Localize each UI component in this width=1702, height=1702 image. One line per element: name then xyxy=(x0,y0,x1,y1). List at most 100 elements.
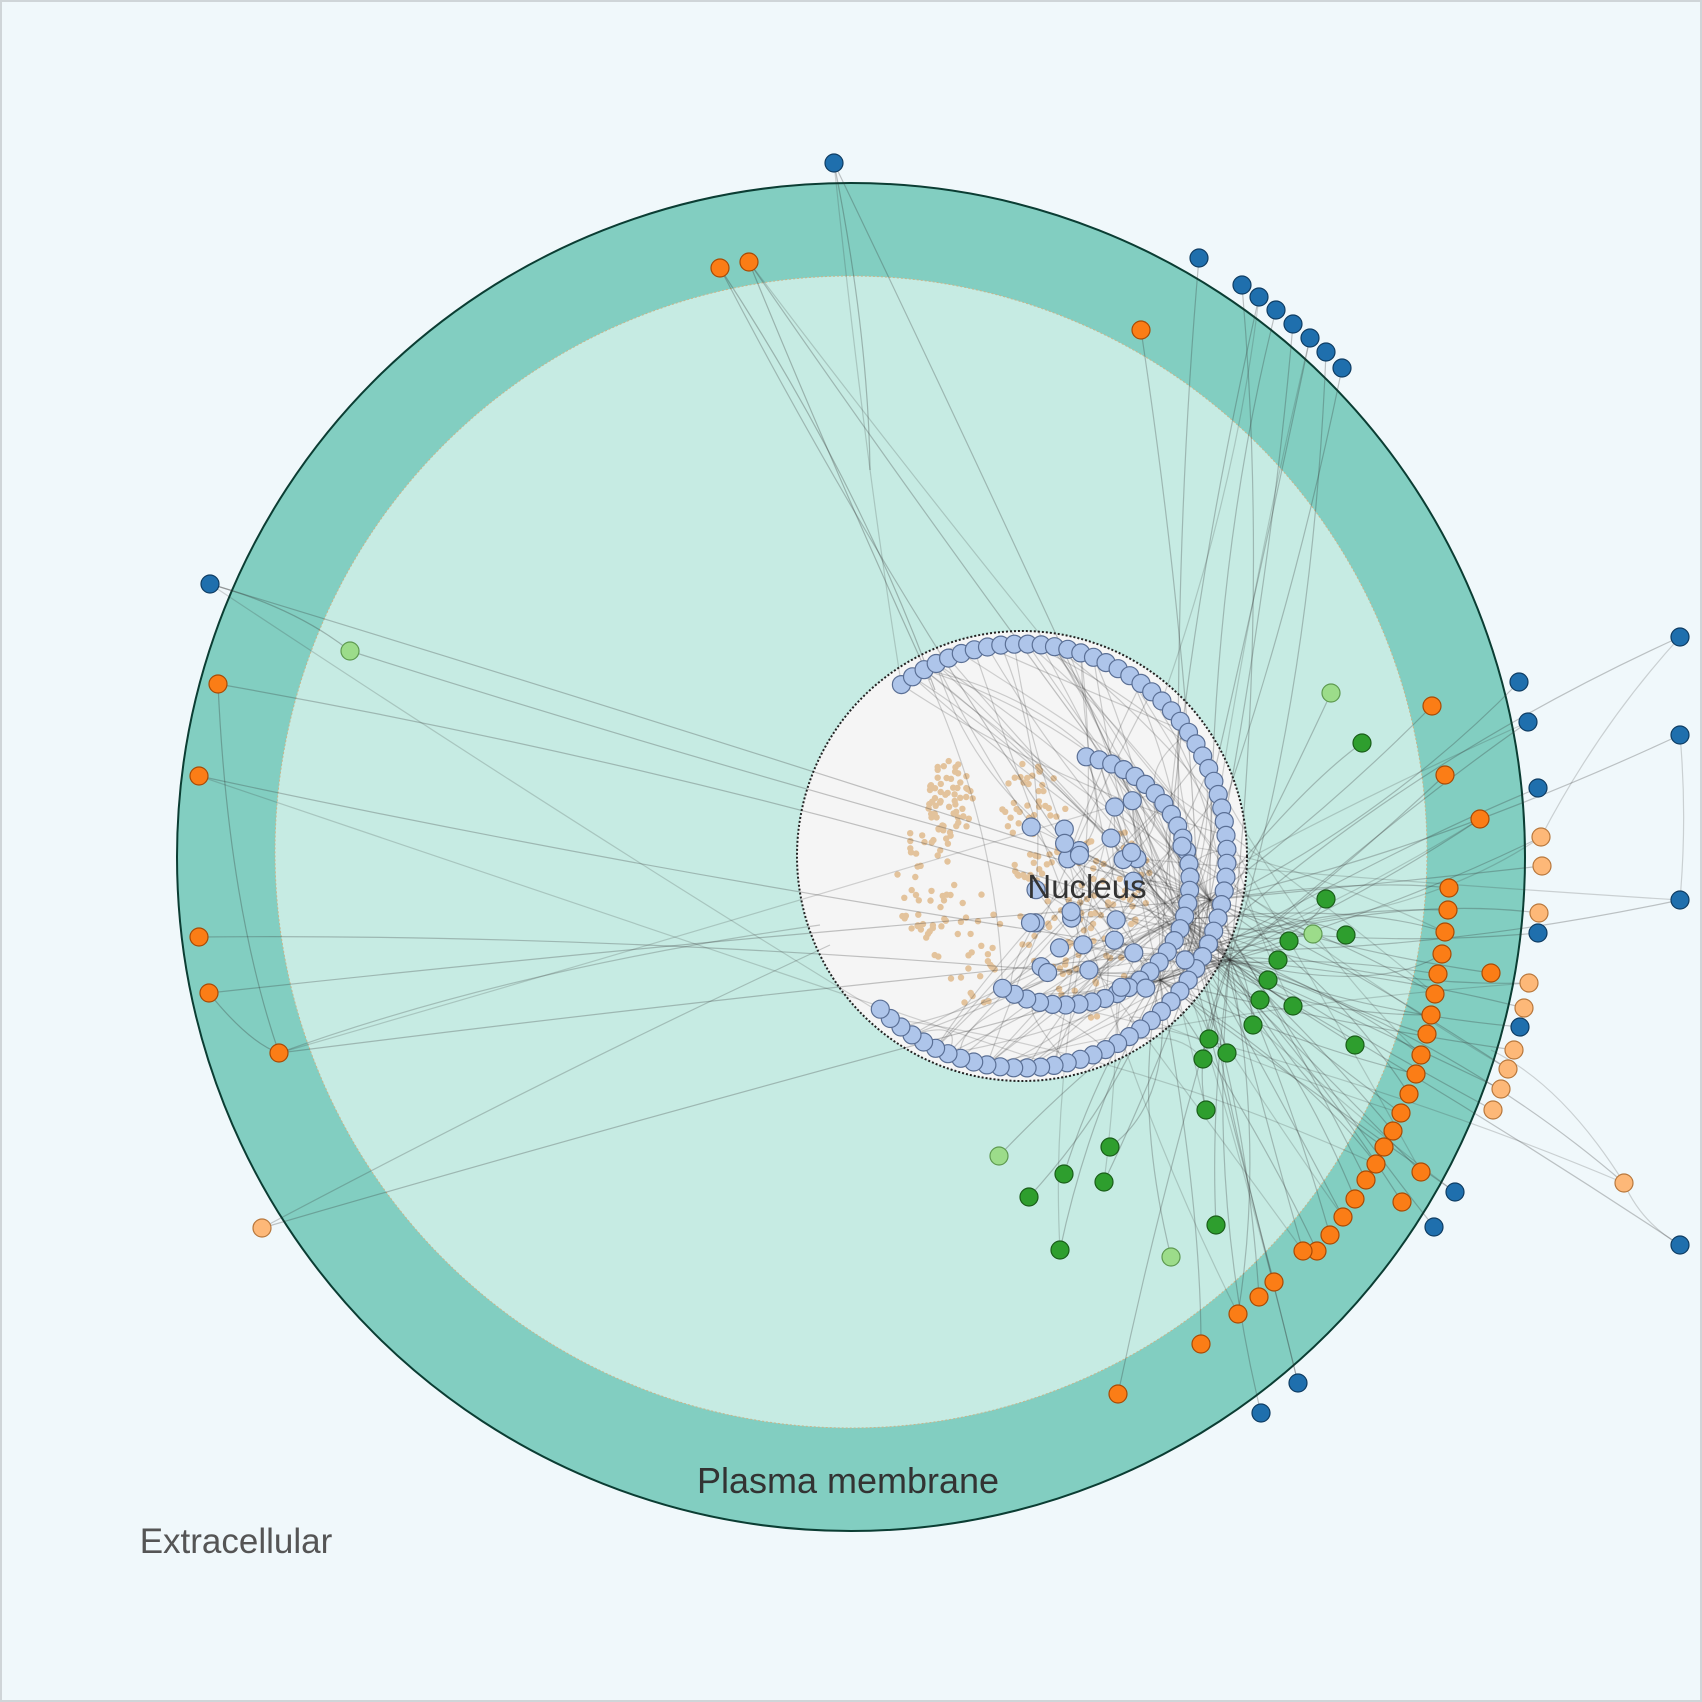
interaction-edge xyxy=(1209,899,1304,1252)
chromatin-dot xyxy=(942,917,949,924)
chromatin-dot xyxy=(953,808,960,815)
light-blue-node xyxy=(1061,901,1081,922)
orange-node xyxy=(1411,1045,1431,1065)
interaction-edge xyxy=(1176,721,1211,901)
interaction-edge xyxy=(748,261,931,681)
green-node xyxy=(1019,1187,1039,1207)
interaction-edge xyxy=(1166,951,1344,1218)
chromatin-dot xyxy=(965,965,972,972)
interaction-edge xyxy=(1026,876,1191,1000)
chromatin-dot xyxy=(951,881,958,889)
chromatin-dot xyxy=(945,757,952,765)
interaction-edge xyxy=(261,944,831,1229)
interaction-edge xyxy=(1035,889,1181,921)
chromatin-dot xyxy=(1073,965,1080,972)
interaction-edge xyxy=(1071,837,1114,919)
interaction-edge xyxy=(1222,959,1262,1414)
chromatin-dot xyxy=(894,871,901,878)
chromatin-dot xyxy=(1020,871,1027,879)
light-blue-node xyxy=(1136,978,1156,998)
interaction-edge xyxy=(1179,919,1294,1007)
chromatin-dot xyxy=(937,797,944,805)
orange-node xyxy=(1439,878,1459,898)
chromatin-dot xyxy=(1065,897,1073,904)
chromatin-dot xyxy=(947,775,955,782)
interaction-edge xyxy=(923,669,1133,802)
interaction-edge xyxy=(1186,850,1509,1070)
chromatin-dot xyxy=(969,795,976,802)
chromatin-dot xyxy=(931,810,938,817)
interaction-edge xyxy=(935,663,1161,981)
chromatin-dot xyxy=(1092,980,1100,987)
dark-blue-node xyxy=(1232,275,1252,295)
chromatin-dot xyxy=(1011,861,1018,869)
chromatin-dot xyxy=(963,773,970,780)
chromatin-dot xyxy=(1066,968,1073,976)
interaction-edge xyxy=(912,676,1201,951)
interaction-edge xyxy=(1209,899,1435,1228)
chromatin-dot xyxy=(965,815,972,822)
interaction-edge xyxy=(1229,959,1422,1056)
chromatin-dot xyxy=(914,863,921,870)
dark-blue-node xyxy=(1332,358,1352,378)
chromatin-dot xyxy=(1119,894,1127,901)
interaction-edge xyxy=(1179,705,1433,921)
light-green-node xyxy=(1161,1247,1181,1267)
chromatin-dot xyxy=(1093,1013,1101,1020)
interaction-edge xyxy=(987,646,1189,733)
interaction-edge xyxy=(935,859,1124,1049)
chromatin-dot xyxy=(1087,1014,1095,1021)
orange-node xyxy=(1333,1207,1353,1227)
green-node xyxy=(1054,1164,1074,1184)
interaction-edge xyxy=(1209,899,1410,1095)
chromatin-dot xyxy=(1142,900,1150,907)
chromatin-dot xyxy=(1099,877,1107,885)
chromatin-dot xyxy=(937,847,944,854)
chromatin-dot xyxy=(919,832,926,839)
interaction-edge xyxy=(1159,836,1542,981)
orange-node xyxy=(1249,1287,1269,1307)
dark-blue-node xyxy=(824,153,844,173)
interaction-edge xyxy=(1014,993,1625,1184)
interaction-edge xyxy=(1229,959,1251,1315)
orange-node xyxy=(1264,1272,1284,1292)
orange-node xyxy=(1399,1084,1419,1104)
interaction-edge xyxy=(1159,979,1515,1051)
chromatin-dot xyxy=(1080,927,1088,934)
interaction-edge xyxy=(986,691,1153,1066)
interaction-edge xyxy=(923,669,1004,989)
chromatin-dot xyxy=(990,911,997,918)
dark-blue-node xyxy=(1249,287,1269,307)
orange-node xyxy=(1131,320,1151,340)
interaction-edge xyxy=(1181,845,1446,933)
interaction-edge xyxy=(986,902,1189,1066)
interaction-edge xyxy=(1199,907,1540,951)
chromatin-dot xyxy=(1011,774,1018,781)
interaction-edge xyxy=(1179,919,1428,1035)
interaction-edge xyxy=(1053,919,1181,1066)
orange-node xyxy=(189,927,209,947)
interaction-edge xyxy=(1079,850,1231,961)
light-green-node xyxy=(340,641,360,661)
interaction-edge xyxy=(1159,296,1260,981)
chromatin-dot xyxy=(1077,899,1084,906)
dark-blue-node xyxy=(1510,1017,1530,1037)
chromatin-dot xyxy=(1036,866,1043,873)
interaction-edge xyxy=(1053,646,1181,921)
interaction-edge xyxy=(1209,734,1681,901)
chromatin-dot xyxy=(957,974,965,981)
chromatin-dot xyxy=(959,899,966,907)
chromatin-dot xyxy=(984,951,992,958)
chromatin-dot xyxy=(1029,772,1036,779)
green-node xyxy=(1199,1029,1219,1049)
chromatin-dot xyxy=(980,999,988,1006)
chromatin-dot xyxy=(978,891,985,898)
chromatin-dot xyxy=(1062,961,1069,968)
interaction-edge xyxy=(912,676,1211,901)
chromatin-dot xyxy=(1031,932,1038,940)
chromatin-dot xyxy=(944,789,951,797)
interaction-edge xyxy=(890,1017,1377,1165)
interaction-edge xyxy=(1199,949,1422,1173)
chromatin-dot xyxy=(1104,899,1112,906)
